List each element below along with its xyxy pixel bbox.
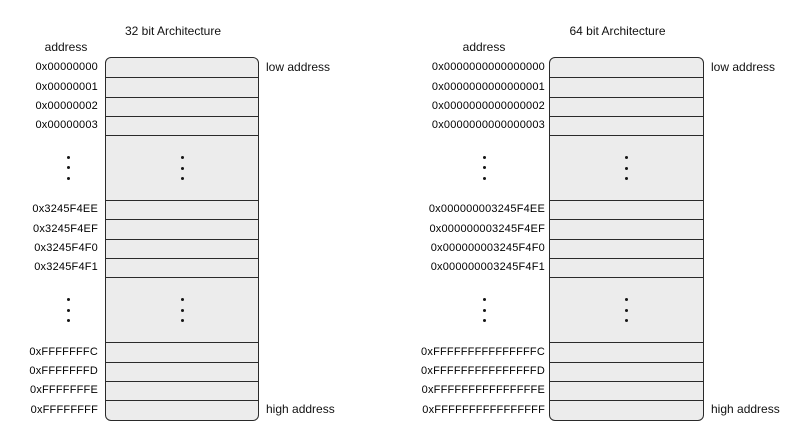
ellipsis-dots [423, 278, 545, 343]
memory-box [105, 57, 259, 421]
memory-cell [106, 361, 258, 381]
address-column: 0x0000000000000000 0x0000000000000001 0x… [405, 57, 549, 420]
address-label: 0x3245F4F1 [34, 261, 98, 274]
memory-gap-cell [106, 277, 258, 342]
ellipsis-dots [180, 298, 184, 323]
memory-cell [550, 342, 703, 361]
address-column-header: address [462, 40, 506, 54]
memory-cell [550, 238, 703, 258]
high-address-label: high address [711, 402, 780, 416]
address-label: 0x3245F4EF [33, 222, 98, 235]
address-label: 0xFFFFFFFD [29, 364, 98, 377]
address-label: 0x00000000 [35, 61, 98, 74]
memory-cell [550, 219, 703, 238]
memory-cell [106, 258, 258, 277]
memory-grid: 0x00000000 0x00000001 0x00000002 0x00000… [0, 57, 259, 421]
memory-cell [106, 400, 258, 419]
address-label: 0xFFFFFFFE [30, 384, 98, 397]
memory-cell [106, 115, 258, 135]
address-label: 0x000000003245F4EF [429, 222, 545, 235]
address-label: 0x0000000000000003 [431, 119, 545, 132]
ellipsis-dots [38, 278, 98, 343]
memory-cell [106, 58, 258, 77]
address-column-header: address [44, 40, 88, 54]
memory-cell [550, 258, 703, 277]
address-label: 0x00000003 [35, 119, 98, 132]
diagram-title: 64 bit Architecture [569, 24, 666, 38]
address-column: 0x00000000 0x00000001 0x00000002 0x00000… [0, 57, 105, 420]
memory-cell [106, 96, 258, 116]
address-label: 0xFFFFFFFFFFFFFFFE [421, 384, 545, 397]
memory-cell [550, 96, 703, 116]
memory-box [549, 57, 704, 421]
memory-cell [106, 238, 258, 258]
diagram-title: 32 bit Architecture [124, 24, 222, 38]
address-label: 0x00000002 [35, 99, 98, 112]
memory-cell [106, 200, 258, 219]
memory-cell [550, 361, 703, 381]
diagram-32bit: 32 bit Architecture address 0x00000000 0… [0, 0, 405, 438]
memory-cell [550, 400, 703, 419]
address-label: 0xFFFFFFFFFFFFFFFF [422, 403, 545, 416]
address-label: 0xFFFFFFFFFFFFFFFC [421, 345, 545, 358]
address-label: 0x00000001 [35, 80, 98, 93]
address-label: 0x000000003245F4F0 [430, 242, 545, 255]
memory-grid: 0x0000000000000000 0x0000000000000001 0x… [405, 57, 704, 421]
memory-cell [106, 77, 258, 96]
ellipsis-dots [625, 156, 628, 181]
high-address-label: high address [266, 402, 335, 416]
address-label: 0x0000000000000002 [431, 99, 545, 112]
memory-gap-cell [106, 135, 258, 200]
address-label: 0x0000000000000001 [431, 80, 545, 93]
memory-cell [106, 219, 258, 238]
memory-cell [106, 342, 258, 361]
address-label: 0xFFFFFFFF [30, 403, 98, 416]
address-label: 0xFFFFFFFC [29, 345, 98, 358]
memory-cell [550, 380, 703, 400]
address-label: 0x3245F4F0 [34, 242, 98, 255]
ellipsis-dots [38, 135, 98, 200]
ellipsis-dots [625, 298, 628, 323]
low-address-label: low address [711, 60, 776, 74]
memory-cell [550, 77, 703, 96]
memory-gap-cell [550, 135, 703, 200]
address-label: 0xFFFFFFFFFFFFFFFD [421, 364, 545, 377]
address-label: 0x000000003245F4F1 [430, 261, 545, 274]
memory-cell [550, 58, 703, 77]
memory-cell [106, 380, 258, 400]
ellipsis-dots [180, 156, 184, 181]
address-label: 0x000000003245F4EE [428, 203, 545, 216]
diagram-64bit: 64 bit Architecture address 0x0000000000… [405, 0, 811, 438]
low-address-label: low address [266, 60, 331, 74]
memory-gap-cell [550, 277, 703, 342]
memory-cell [550, 115, 703, 135]
address-label: 0x3245F4EE [32, 203, 98, 216]
memory-cell [550, 200, 703, 219]
ellipsis-dots [423, 135, 545, 200]
address-label: 0x0000000000000000 [431, 61, 545, 74]
